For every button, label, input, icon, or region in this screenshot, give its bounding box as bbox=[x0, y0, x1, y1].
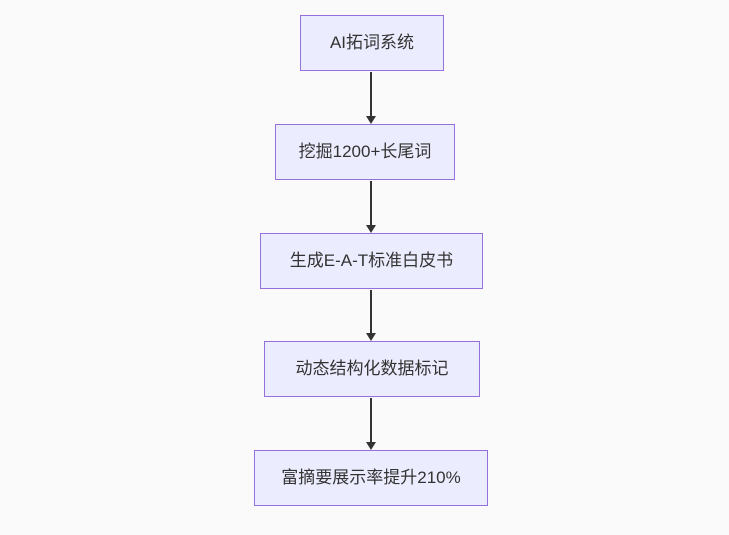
flowchart-node-dynamic-structured-data-markup: 动态结构化数据标记 bbox=[264, 341, 480, 397]
arrow-down-icon bbox=[366, 181, 376, 233]
flowchart-node-mine-longtail-keywords: 挖掘1200+长尾词 bbox=[275, 124, 455, 180]
flowchart-node-generate-eat-whitepaper: 生成E-A-T标准白皮书 bbox=[260, 233, 483, 289]
node-label: 动态结构化数据标记 bbox=[295, 358, 449, 378]
flowchart-node-rich-snippet-rate-increase: 富摘要展示率提升210% bbox=[254, 450, 488, 506]
node-label: 富摘要展示率提升210% bbox=[281, 467, 461, 487]
flowchart-node-ai-word-expansion-system: AI拓词系统 bbox=[300, 15, 444, 71]
node-label: 挖掘1200+长尾词 bbox=[298, 141, 432, 161]
arrow-down-icon bbox=[366, 290, 376, 341]
arrow-down-icon bbox=[366, 398, 376, 450]
node-label: AI拓词系统 bbox=[329, 32, 415, 52]
node-label: 生成E-A-T标准白皮书 bbox=[289, 250, 454, 270]
arrow-down-icon bbox=[366, 72, 376, 124]
